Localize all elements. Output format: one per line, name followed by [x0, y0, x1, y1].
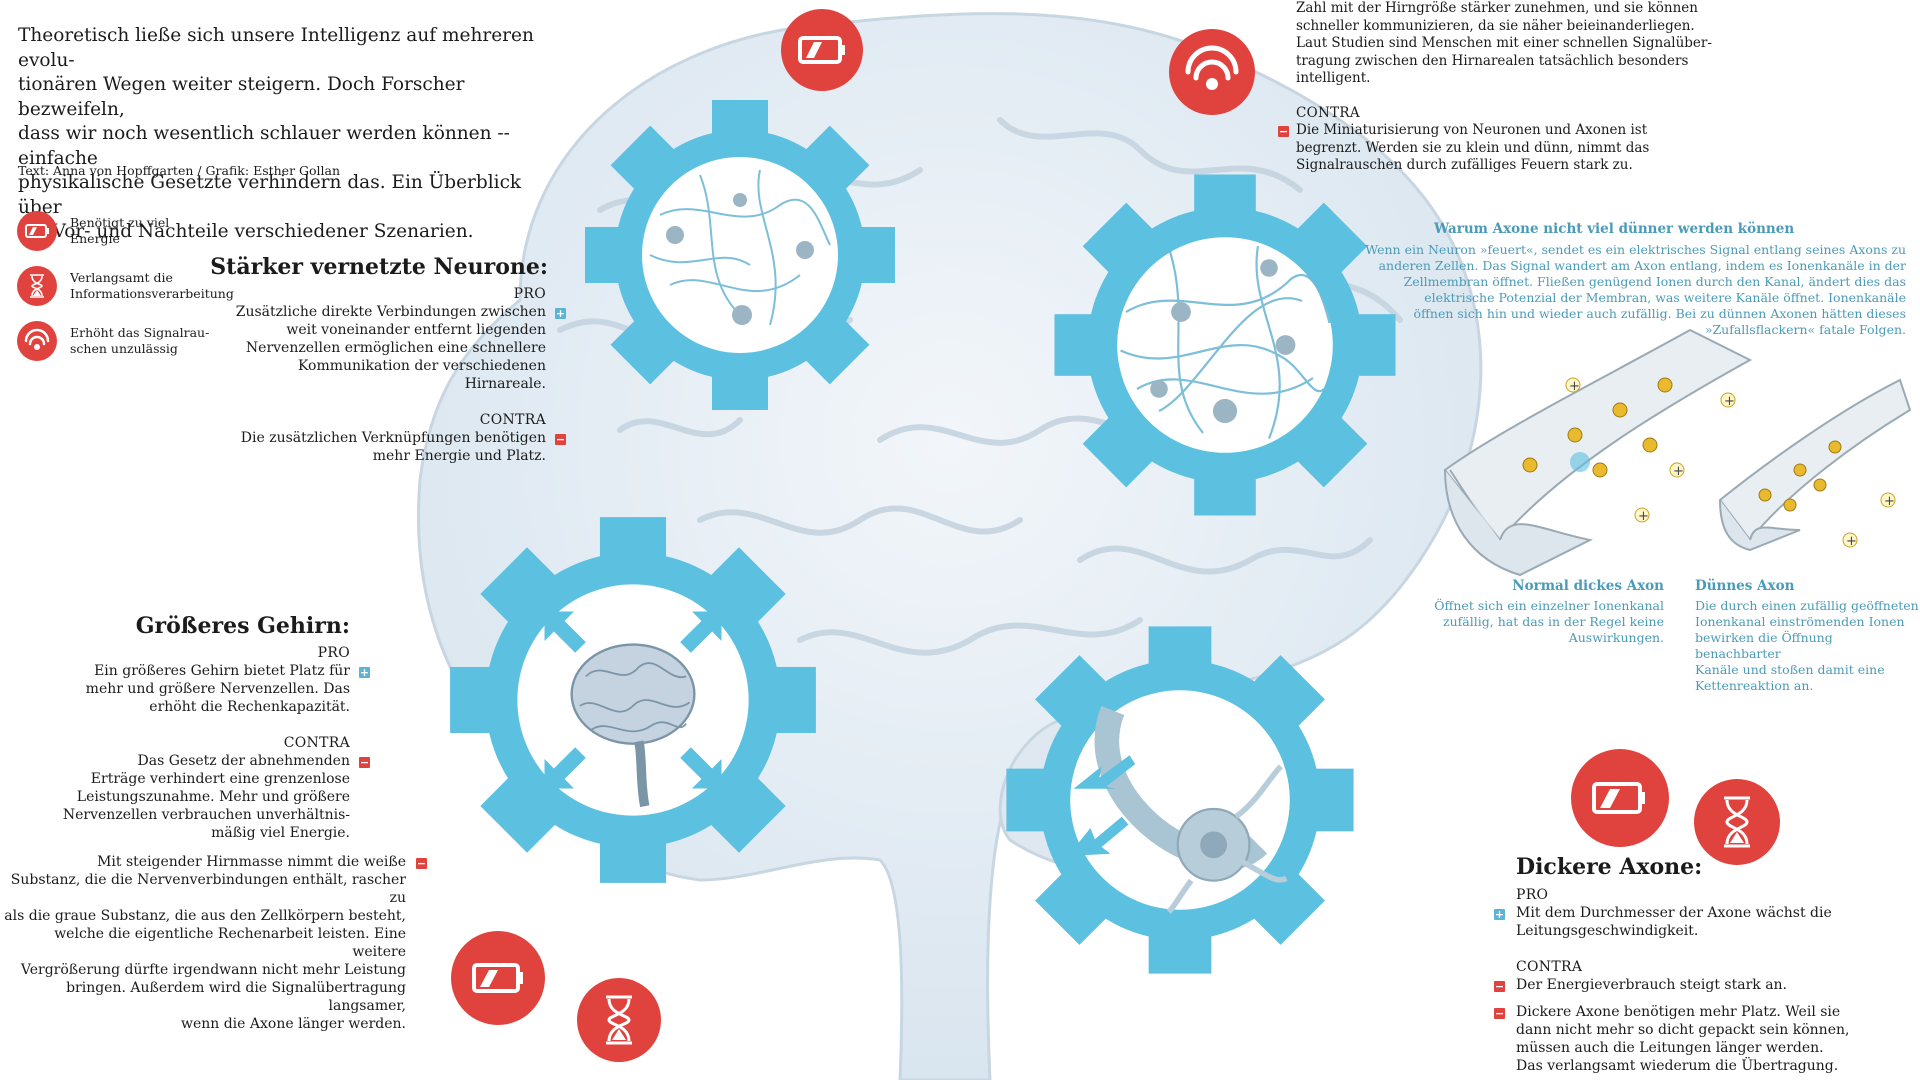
- battery-icon: [451, 931, 545, 1025]
- battery-icon: [781, 9, 863, 91]
- pro-text-top-right: Zahl mit der Hirngröße stärker zunehmen,…: [1296, 0, 1712, 86]
- gear-dickere-axone: [1006, 626, 1354, 974]
- svg-text:+: +: [1673, 464, 1684, 479]
- hourglass-icon: [1694, 779, 1780, 865]
- gear-netzwerk: [1054, 174, 1396, 516]
- minus-icon: −: [1494, 1007, 1505, 1020]
- axone-info-title: Warum Axone nicht viel dünner werden kön…: [1434, 221, 1795, 237]
- contra-label: CONTRA: [479, 412, 546, 428]
- svg-text:+: +: [1884, 494, 1895, 509]
- svg-text:+: +: [1724, 394, 1735, 409]
- pro-text-vernetzt: Zusätzliche direkte Verbindungen zwische…: [235, 304, 546, 392]
- battery-icon: [1571, 749, 1669, 847]
- signal-icon: [17, 321, 57, 361]
- plus-icon: +: [555, 307, 566, 320]
- contra-label: CONTRA: [1516, 959, 1583, 975]
- pro-text-dicker: Mit dem Durchmesser der Axone wächst die…: [1516, 905, 1832, 939]
- axon-diagram-normal: + + + +: [1443, 328, 1753, 577]
- axone-info-text: Wenn ein Neuron »feuert«, sendet es ein …: [1365, 242, 1906, 337]
- svg-text:+: +: [1846, 534, 1857, 549]
- legend-item-signalrauschen: Erhöht das Signalrau-schen unzulässig: [16, 320, 216, 362]
- section-title-gehirn: Größeres Gehirn:: [135, 613, 350, 639]
- axon-diagram-thin: + +: [1718, 378, 1912, 552]
- pro-label: PRO: [513, 286, 546, 302]
- gear-vernetzt: [585, 100, 895, 410]
- minus-icon: −: [1278, 125, 1289, 138]
- contra-text-top-right: Die Miniaturisierung von Neuronen und Ax…: [1296, 122, 1650, 173]
- battery-icon: [17, 211, 57, 251]
- section-title-dicker: Dickere Axone:: [1516, 854, 1703, 880]
- contra-text-vernetzt: Die zusätzlichen Verknüpfungen benötigen…: [240, 430, 546, 464]
- credit: Text: Anna von Hopffgarten / Grafik: Est…: [18, 163, 341, 178]
- hourglass-icon: [17, 266, 57, 306]
- section-title-vernetzt: Stärker vernetzte Neurone:: [210, 254, 548, 280]
- minus-icon: −: [555, 433, 566, 446]
- pro-label: PRO: [317, 645, 350, 661]
- minus-icon: −: [1494, 980, 1505, 993]
- gear-groesseres-gehirn: [450, 517, 816, 883]
- hourglass-icon: [577, 978, 661, 1062]
- contra-label: CONTRA: [283, 735, 350, 751]
- pro-label: PRO: [1516, 887, 1549, 903]
- plus-icon: +: [1494, 908, 1505, 921]
- minus-icon: −: [359, 756, 370, 769]
- normal-axon-title: Normal dickes Axon: [1512, 578, 1664, 594]
- minus-icon: −: [416, 857, 427, 870]
- intro-text: Theoretisch ließe sich unsere Intelligen…: [18, 25, 534, 242]
- svg-text:+: +: [1638, 509, 1649, 524]
- svg-text:+: +: [1569, 379, 1580, 394]
- contra-text-dicker-1: Der Energieverbrauch steigt stark an.: [1516, 977, 1788, 993]
- thin-axon-title: Dünnes Axon: [1695, 578, 1795, 594]
- plus-icon: +: [359, 666, 370, 679]
- contra-label: CONTRA: [1296, 105, 1360, 121]
- contra-text-dicker-2: Dickere Axone benötigen mehr Platz. Weil…: [1516, 1004, 1850, 1074]
- signal-icon: [1169, 29, 1255, 115]
- contra-text-gehirn-2: Mit steigender Hirnmasse nimmt die weiße…: [4, 854, 406, 1032]
